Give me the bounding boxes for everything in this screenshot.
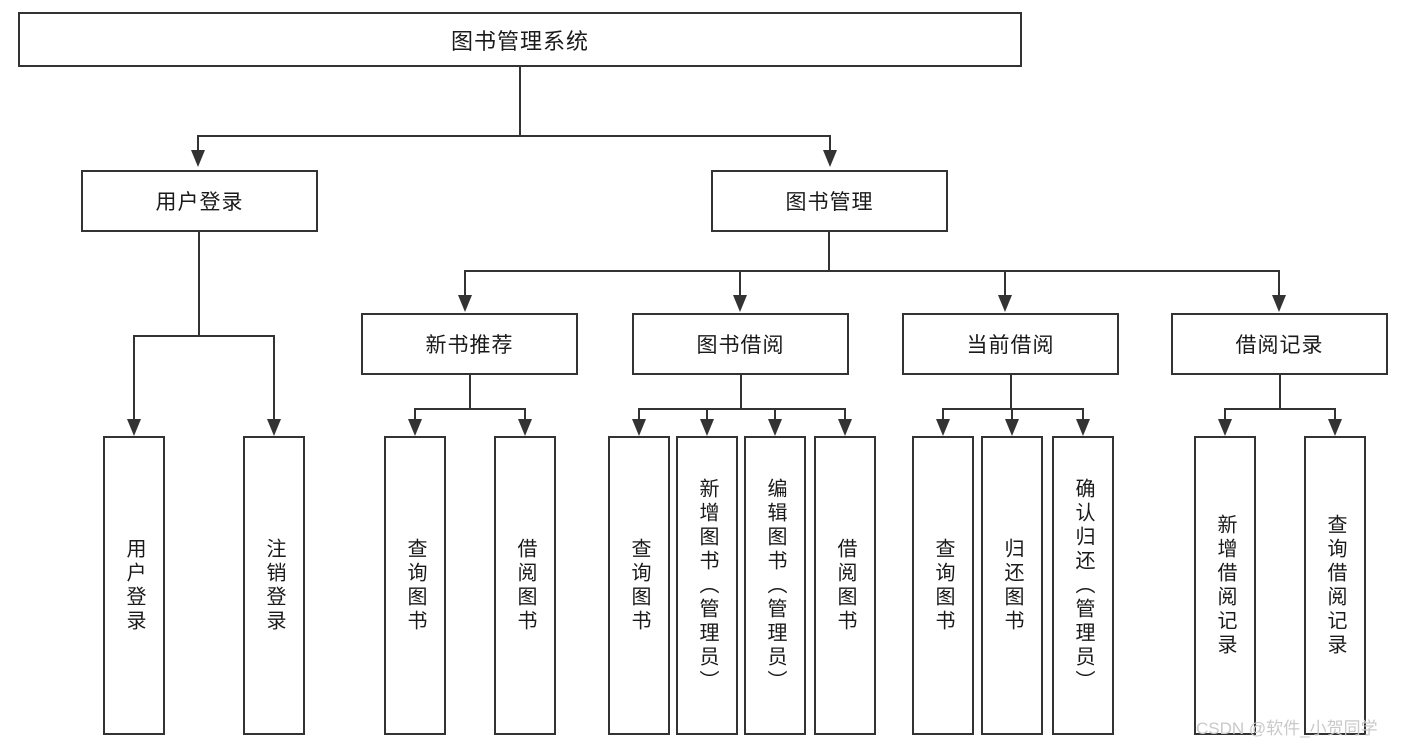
node-label: 注销登录 [263,537,285,634]
node-leaf-return-book[interactable]: 归还图书 [981,436,1043,735]
node-leaf-add-book[interactable]: 新增图书（管理员） [676,436,738,735]
arrow-to-leaf-query-record [1328,419,1342,436]
node-leaf-query-book-2[interactable]: 查询图书 [608,436,670,735]
arrow-to-leaf-user-logout [267,419,281,436]
node-leaf-user-logout[interactable]: 注销登录 [243,436,305,735]
connector-bb-stem [740,375,742,410]
node-label: 用户登录 [155,191,244,214]
connector-cb-bus [942,408,1084,410]
node-label: 新书推荐 [425,334,514,357]
connector-user-login-drop-1 [133,335,135,420]
node-label: 查询图书 [404,537,426,634]
connector-br-stem [1279,375,1281,410]
node-label: 新增图书（管理员） [696,477,718,694]
arrow-to-book-borrow [733,295,747,312]
node-leaf-user-login[interactable]: 用户登录 [103,436,165,735]
arrow-to-user-login [191,150,205,167]
node-book-manage[interactable]: 图书管理 [711,170,948,232]
connector-br-bus [1224,408,1336,410]
arrow-to-new-book-recommend [458,295,472,312]
connector-cb-stem [1010,375,1012,410]
node-leaf-edit-book[interactable]: 编辑图书（管理员） [744,436,806,735]
arrow-to-leaf-edit-book [768,419,782,436]
arrow-to-leaf-query-book-3 [936,419,950,436]
arrow-to-leaf-query-book-1 [408,419,422,436]
connector-nbr-stem [469,375,471,410]
connector-bb-drop-1 [638,408,640,420]
node-label: 用户登录 [123,537,145,634]
arrow-to-leaf-query-book-2 [632,419,646,436]
node-book-borrow[interactable]: 图书借阅 [632,313,849,375]
node-label: 新增借阅记录 [1214,513,1236,658]
node-label: 借阅图书 [834,537,856,634]
connector-nbr-bus [414,408,526,410]
node-label: 归还图书 [1001,537,1023,634]
connector-root-stem [519,67,521,136]
node-user-login[interactable]: 用户登录 [81,170,318,232]
connector-l3-drop-3 [1004,270,1006,296]
connector-user-login-stem [198,232,200,337]
arrow-to-borrow-record [1272,295,1286,312]
node-new-book-recommend[interactable]: 新书推荐 [361,313,578,375]
node-label: 查询图书 [932,537,954,634]
node-label: 图书借阅 [696,334,785,357]
node-leaf-add-record[interactable]: 新增借阅记录 [1194,436,1256,735]
connector-book-manage-stem [828,232,830,272]
connector-user-login-drop-2 [273,335,275,420]
connector-root-drop-right [829,135,831,151]
connector-root-bus [197,135,831,137]
arrow-to-leaf-user-login [127,419,141,436]
arrow-to-leaf-add-record [1218,419,1232,436]
connector-br-drop-1 [1224,408,1226,420]
connector-bb-drop-2 [706,408,708,420]
arrow-to-leaf-borrow-book-2 [838,419,852,436]
node-label: 查询借阅记录 [1324,513,1346,658]
connector-cb-drop-2 [1011,408,1013,420]
node-borrow-record[interactable]: 借阅记录 [1171,313,1388,375]
node-label: 借阅记录 [1235,334,1324,357]
connector-bb-drop-4 [844,408,846,420]
node-label: 当前借阅 [966,334,1055,357]
connector-bb-bus [638,408,846,410]
node-current-borrow[interactable]: 当前借阅 [902,313,1119,375]
connector-user-login-bus [133,335,275,337]
arrow-to-leaf-return-book [1005,419,1019,436]
node-root-book-management-system[interactable]: 图书管理系统 [18,12,1022,67]
csdn-watermark: CSDN @软件_小贺同学 [1196,719,1378,738]
node-leaf-query-record[interactable]: 查询借阅记录 [1304,436,1366,735]
connector-cb-drop-3 [1082,408,1084,420]
node-leaf-borrow-book-1[interactable]: 借阅图书 [494,436,556,735]
connector-l3-drop-2 [739,270,741,296]
connector-l3-drop-1 [464,270,466,296]
arrow-to-leaf-confirm-return [1076,419,1090,436]
arrow-to-leaf-borrow-book-1 [518,419,532,436]
node-label: 查询图书 [628,537,650,634]
node-leaf-confirm-return[interactable]: 确认归还（管理员） [1052,436,1114,735]
node-leaf-borrow-book-2[interactable]: 借阅图书 [814,436,876,735]
node-label: 确认归还（管理员） [1072,477,1094,694]
node-leaf-query-book-3[interactable]: 查询图书 [912,436,974,735]
node-label: 借阅图书 [514,537,536,634]
node-label: 编辑图书（管理员） [764,477,786,694]
node-leaf-query-book-1[interactable]: 查询图书 [384,436,446,735]
connector-l3-drop-4 [1278,270,1280,296]
arrow-to-book-manage [823,150,837,167]
arrow-to-leaf-add-book [700,419,714,436]
node-label: 图书管理 [785,191,874,214]
connector-nbr-drop-1 [414,408,416,420]
connector-nbr-drop-2 [524,408,526,420]
connector-book-manage-bus [464,270,1280,272]
connector-cb-drop-1 [942,408,944,420]
connector-root-drop-left [197,135,199,151]
arrow-to-current-borrow [998,295,1012,312]
connector-bb-drop-3 [774,408,776,420]
connector-br-drop-2 [1334,408,1336,420]
node-label: 图书管理系统 [450,28,589,54]
